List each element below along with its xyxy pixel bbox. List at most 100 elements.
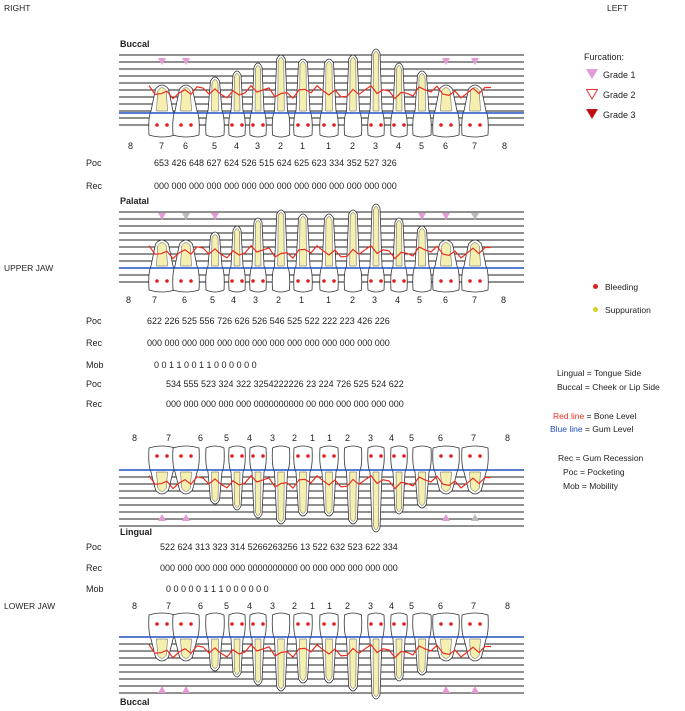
- row-label-mob: Mob: [86, 584, 104, 594]
- tooth-root: [233, 73, 241, 112]
- bleeding-dot: [251, 123, 255, 127]
- furcation-marker: [211, 213, 219, 220]
- bleeding-dot: [296, 123, 300, 127]
- tooth-number: 1: [299, 295, 305, 305]
- bleeding-dot: [392, 123, 396, 127]
- tooth-number: 3: [253, 295, 259, 305]
- tooth-number: 7: [166, 601, 172, 611]
- bleeding-dot: [439, 454, 443, 458]
- tooth-root: [395, 638, 403, 679]
- tooth-root: [233, 638, 241, 675]
- definition-blue-line: Blue line = Gum Level: [550, 424, 633, 434]
- tooth-root: [156, 638, 168, 659]
- upper-palatal-rec-values: 000 000 000 000 000 000 000 000 000 000 …: [147, 338, 390, 348]
- tooth-number: 1: [326, 141, 332, 151]
- definition-rec: Rec = Gum Recession: [558, 453, 644, 463]
- tooth-root: [277, 57, 285, 112]
- tooth-number: 8: [126, 295, 132, 305]
- tooth-number: 3: [373, 141, 379, 151]
- tooth-number: 8: [501, 295, 507, 305]
- tooth-root: [299, 471, 307, 514]
- upper-mob-values: 0 0 1 1 0 0 1 1 0 0 0 0 0 0: [154, 360, 257, 370]
- bleeding-dot: [251, 622, 255, 626]
- furcation-marker: [471, 514, 479, 521]
- bleeding-dot: [402, 622, 406, 626]
- tooth-root: [418, 228, 426, 267]
- tooth-number: 1: [310, 433, 316, 443]
- buccal-top-title: Buccal: [120, 39, 150, 49]
- lower-lingual-poc-values: 534 555 523 324 322 3254222226 23 224 72…: [166, 379, 404, 389]
- bleeding-dot: [230, 454, 234, 458]
- bleeding-dot: [165, 279, 169, 283]
- tooth-number: 7: [159, 141, 165, 151]
- tooth-root: [156, 471, 168, 492]
- bleeding-dot: [439, 622, 443, 626]
- furcation-grade-2-label: Grade 2: [603, 90, 636, 100]
- bleeding-dot: [230, 123, 234, 127]
- lingual-title: Lingual: [120, 527, 152, 537]
- tooth-number: 2: [276, 295, 282, 305]
- buccal-bottom-title: Buccal: [120, 697, 150, 707]
- bleeding-dot: [306, 123, 310, 127]
- furcation-marker: [182, 514, 190, 521]
- tooth-number: 4: [389, 601, 395, 611]
- tooth-root: [254, 65, 262, 112]
- tooth-root: [211, 79, 219, 112]
- furcation-marker: [471, 213, 479, 220]
- lower-mob-values: 0 0 0 0 0 1 1 1 0 0 0 0 0 0: [166, 584, 269, 594]
- tooth-number: 1: [300, 141, 306, 151]
- tooth-number: 1: [327, 433, 333, 443]
- bleeding-dot: [261, 123, 265, 127]
- tooth-root: [418, 471, 426, 506]
- tooth-number: 6: [443, 141, 449, 151]
- tooth-root: [440, 638, 452, 659]
- tooth-number: 2: [350, 295, 356, 305]
- upper-buccal-rec-values: 000 000 000 000 000 000 000 000 000 000 …: [154, 181, 397, 191]
- bleeding-dot: [155, 123, 159, 127]
- tooth-root: [211, 638, 219, 669]
- bleeding-dot: [478, 279, 482, 283]
- red-line-key: Red line: [553, 411, 585, 421]
- furcation-marker: [158, 686, 166, 693]
- tooth-number: 6: [438, 433, 444, 443]
- row-label-rec: Rec: [86, 338, 103, 348]
- bleeding-dot: [468, 622, 472, 626]
- tooth-root: [211, 234, 219, 267]
- bleeding-dot: [165, 622, 169, 626]
- definition-red-line: Red line = Bone Level: [553, 411, 636, 421]
- tooth-number: 1: [310, 601, 316, 611]
- tooth-root: [469, 471, 481, 492]
- bleeding-dot: [306, 279, 310, 283]
- suppuration-legend-label: Suppuration: [605, 305, 651, 315]
- tooth-number: 3: [368, 601, 374, 611]
- bleeding-dot: [261, 454, 265, 458]
- row-label-poc: Poc: [86, 379, 102, 389]
- tooth-number: 4: [234, 141, 240, 151]
- bleeding-dot: [189, 123, 193, 127]
- bleeding-dot: [468, 123, 472, 127]
- tooth-number: 6: [183, 141, 189, 151]
- bleeding-dot: [230, 279, 234, 283]
- furcation-marker: [442, 686, 450, 693]
- grade-2-icon: [586, 89, 598, 100]
- tooth-root: [277, 471, 285, 522]
- tooth-number: 8: [132, 601, 138, 611]
- tooth-root: [299, 61, 307, 112]
- bleeding-dot: [379, 279, 383, 283]
- bleeding-dot: [155, 622, 159, 626]
- tooth-number: 8: [505, 601, 511, 611]
- tooth-number: 7: [166, 433, 172, 443]
- tooth-number: 3: [270, 601, 276, 611]
- bleeding-dot-icon: [593, 284, 598, 289]
- bleeding-dot: [251, 279, 255, 283]
- bleeding-dot: [369, 123, 373, 127]
- bleeding-dot: [478, 454, 482, 458]
- tooth-number: 2: [278, 141, 284, 151]
- bleeding-dot: [296, 454, 300, 458]
- bleeding-dot: [179, 622, 183, 626]
- tooth-number: 5: [409, 433, 415, 443]
- palatal-title: Palatal: [120, 196, 150, 206]
- tooth-number: 5: [419, 141, 425, 151]
- blue-line-key: Blue line: [550, 424, 583, 434]
- bleeding-dot: [379, 454, 383, 458]
